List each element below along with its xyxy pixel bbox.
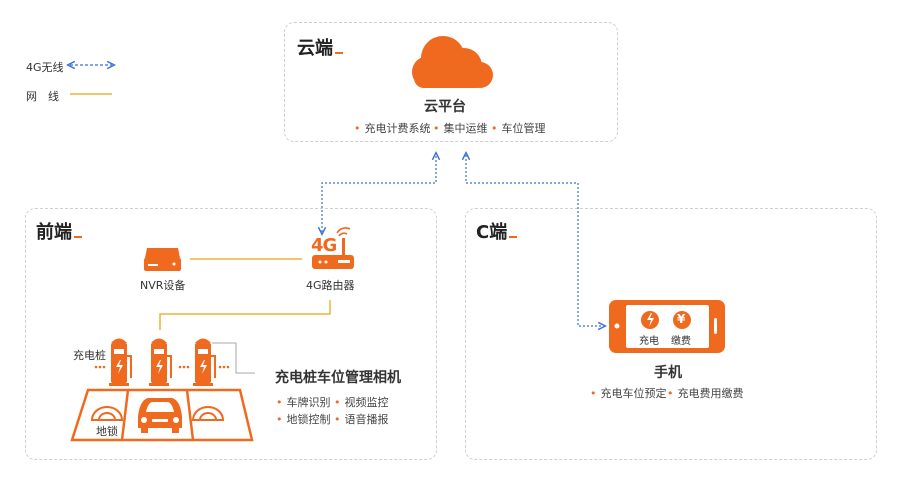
cloud-panel-title: 云端	[297, 34, 343, 60]
phone-feature-2: •充电费用缴费	[667, 387, 744, 400]
parking-lock-icon-1	[90, 406, 124, 421]
cloud-icon	[412, 36, 493, 88]
car-icon	[138, 398, 182, 433]
charger-label: 充电桩	[73, 349, 106, 362]
phone-button-charge-label: 充电	[639, 336, 659, 347]
cloud-feature-2: •集中运维	[433, 122, 488, 135]
legend-wired-label: 网 线	[26, 90, 59, 103]
camera-feature-1: •车牌识别	[276, 396, 331, 409]
charger-icon-1	[109, 338, 132, 386]
camera-feature-4: •语音播报	[334, 413, 389, 426]
link-router-cloud	[322, 155, 436, 232]
link-charger-camera	[212, 342, 255, 374]
camera-title: 充电桩车位管理相机	[275, 370, 401, 386]
legend-wireless-label: 4G无线	[26, 61, 64, 74]
cloud-feature-3: •车位管理	[491, 122, 546, 135]
yen-icon: ¥	[677, 312, 686, 326]
phone-button-pay-label: 缴费	[671, 336, 691, 347]
link-cloud-phone	[466, 155, 603, 326]
camera-feature-3: •地锁控制	[276, 413, 331, 426]
nvr-icon	[144, 248, 181, 271]
cloud-platform-name: 云平台	[424, 99, 466, 115]
router-4g-text: 4G	[311, 235, 337, 256]
phone-icon	[609, 300, 725, 353]
charger-dots	[94, 365, 230, 369]
charger-icon-2	[149, 338, 172, 386]
nvr-label: NVR设备	[140, 279, 186, 292]
router-label: 4G路由器	[306, 279, 355, 292]
front-panel-title: 前端	[36, 218, 82, 244]
cloud-feature-1: •充电计费系统	[354, 122, 431, 135]
phone-name: 手机	[654, 365, 682, 381]
phone-feature-1: •充电车位预定	[590, 387, 667, 400]
router-icon	[312, 227, 354, 269]
link-router-chargers	[159, 300, 331, 330]
camera-feature-2: •视频监控	[334, 396, 389, 409]
parking-lock-label: 地锁	[96, 425, 118, 438]
parking-lot	[70, 388, 254, 442]
parking-lock-icon-2	[191, 406, 225, 421]
charger-icon-3	[193, 338, 216, 386]
